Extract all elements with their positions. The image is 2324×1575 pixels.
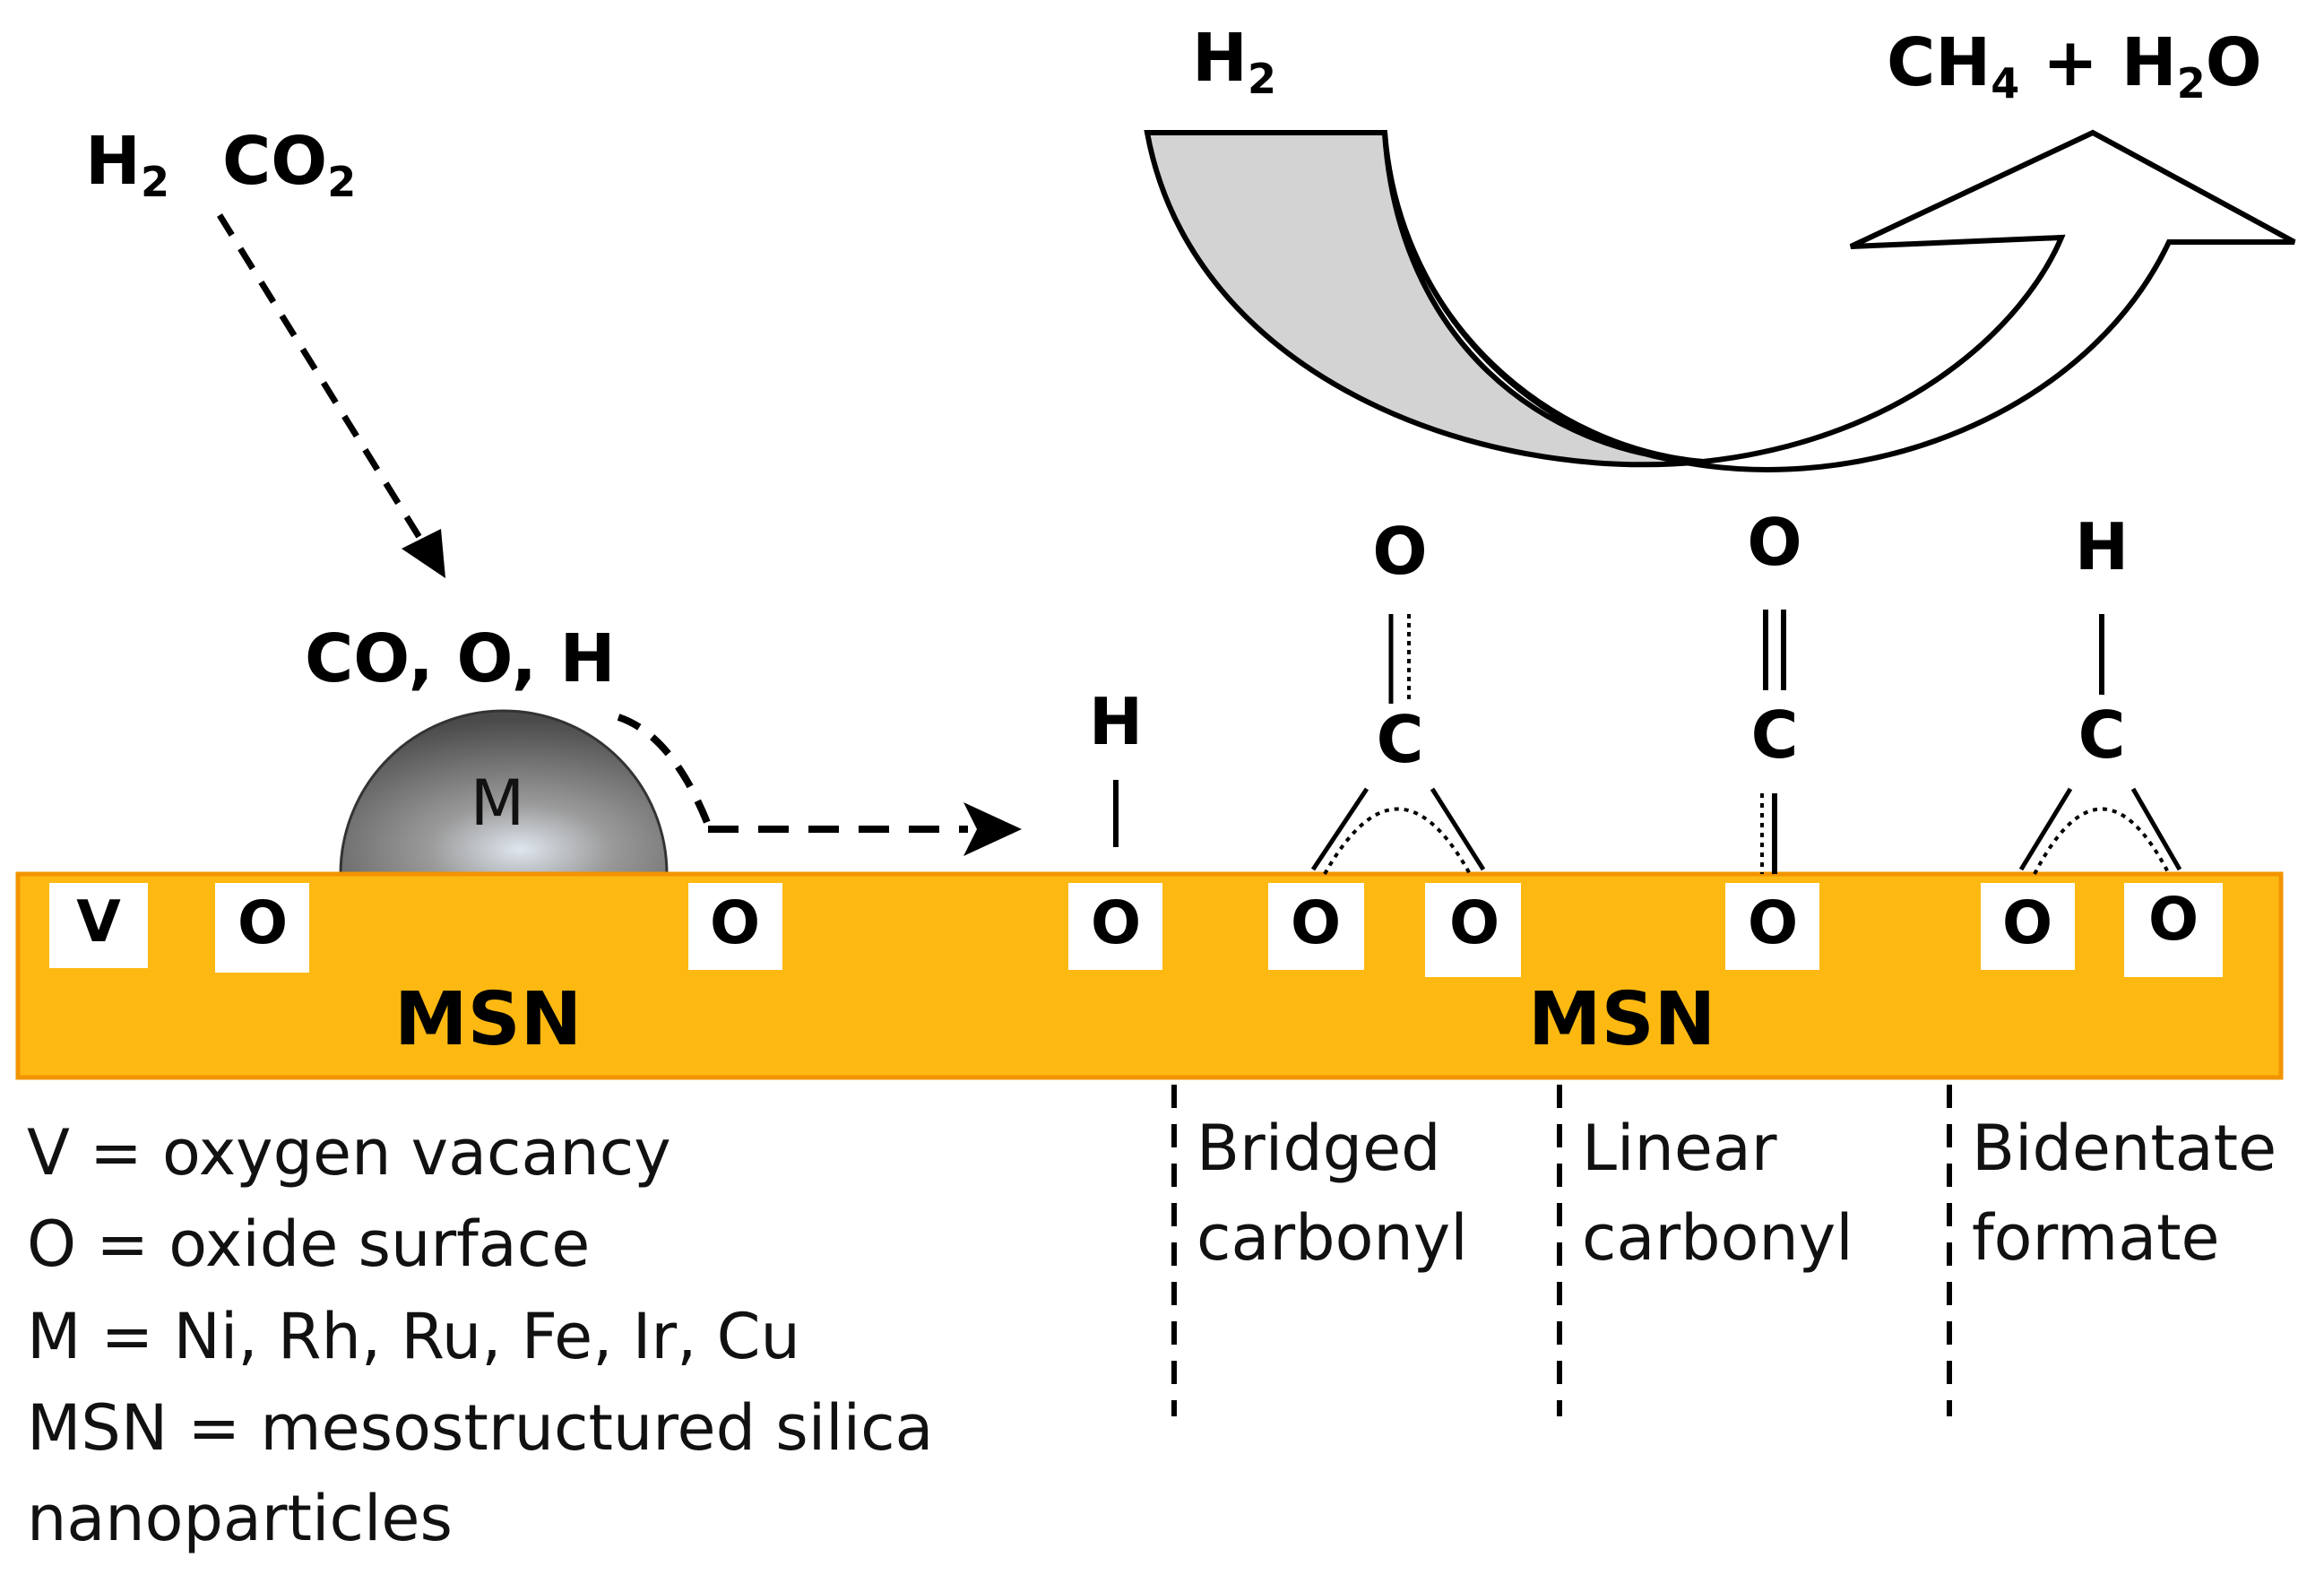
oxide-site-formate-1: O <box>1981 883 2075 970</box>
oxide-site-linear: O <box>1725 883 1819 970</box>
svg-text:O: O <box>710 888 760 957</box>
svg-text:O: O <box>238 888 288 957</box>
legend-line-2: O = oxide surface <box>27 1207 590 1281</box>
adsorbed-species-label: CO, O, H <box>305 620 616 697</box>
msn-label-left: MSN <box>394 977 582 1062</box>
linear-name-line2: carbonyl <box>1582 1201 1853 1275</box>
legend-line-3: M = Ni, Rh, Ru, Fe, Ir, Cu <box>27 1300 800 1373</box>
svg-text:H: H <box>2075 509 2129 584</box>
metal-label: M <box>471 766 524 840</box>
legend-line-5: nanoparticles <box>27 1482 453 1555</box>
product-output-arrow <box>1382 129 2296 472</box>
svg-text:O: O <box>2002 888 2052 957</box>
bridged-carbonyl-species: O C <box>1310 514 1486 875</box>
svg-text:C: C <box>1377 702 1424 777</box>
svg-text:C: C <box>2078 697 2126 773</box>
svg-text:O: O <box>2148 885 2199 954</box>
linear-carbonyl-species: O C <box>1747 505 1802 874</box>
bidentate-formate-species: H C <box>2018 509 2182 875</box>
metal-particle <box>339 709 669 876</box>
vacancy-site: V <box>49 883 148 968</box>
legend-line-4: MSN = mesostructured silica <box>27 1391 933 1465</box>
oxide-site-hydroxyl: O <box>1068 883 1162 970</box>
legend-line-1: V = oxygen vacancy <box>27 1116 671 1190</box>
svg-text:O: O <box>1372 514 1427 589</box>
oxide-site-1: O <box>215 883 309 973</box>
product-label: CH4 + H2O <box>1887 24 2262 108</box>
oxide-site-bridged-2: O <box>1425 883 1521 977</box>
cycle-h2-label: H2 <box>1192 20 1276 103</box>
formate-name-line1: Bidentate <box>1972 1112 2276 1185</box>
svg-text:O: O <box>1291 888 1341 957</box>
h2-input-arrow <box>1144 130 1704 468</box>
spillover-arrowhead <box>963 802 1022 856</box>
oxide-site-formate-2: O <box>2124 883 2223 977</box>
formate-name-line2: formate <box>1972 1201 2220 1275</box>
adsorption-arrow <box>217 213 442 571</box>
bridged-name-line1: Bridged <box>1197 1112 1441 1185</box>
spillover-path <box>617 714 712 826</box>
adsorption-arrowhead <box>402 529 445 578</box>
reactant-co2: CO2 <box>222 123 356 206</box>
svg-text:O: O <box>1748 888 1798 957</box>
oxide-site-2: O <box>688 883 782 970</box>
msn-label-right: MSN <box>1528 977 1715 1062</box>
svg-text:C: C <box>1751 697 1799 773</box>
svg-text:V: V <box>76 889 121 956</box>
reactant-h2: H2 <box>85 123 169 206</box>
hydroxyl-species: H <box>1089 684 1143 847</box>
oxide-site-bridged-1: O <box>1268 883 1364 970</box>
svg-text:H: H <box>1089 684 1143 759</box>
svg-text:O: O <box>1449 888 1499 957</box>
svg-text:O: O <box>1091 888 1141 957</box>
bridged-name-line2: carbonyl <box>1197 1201 1468 1275</box>
svg-text:O: O <box>1747 505 1801 580</box>
linear-name-line1: Linear <box>1582 1112 1777 1185</box>
